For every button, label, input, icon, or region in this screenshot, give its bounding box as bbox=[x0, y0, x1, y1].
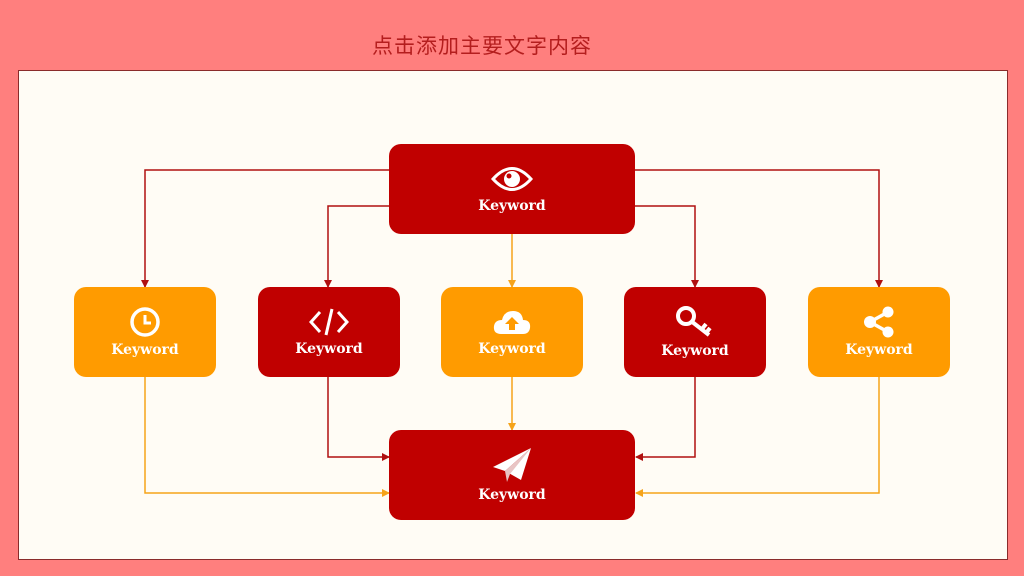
node-5-label: Keyword bbox=[845, 342, 913, 358]
node-3: Keyword bbox=[441, 287, 583, 377]
node-2: Keyword bbox=[258, 287, 400, 377]
node-bottom-label: Keyword bbox=[478, 487, 546, 503]
node-4: Keyword bbox=[624, 287, 766, 377]
connector-n2-bottom bbox=[327, 377, 390, 461]
node-1-label: Keyword bbox=[111, 342, 179, 358]
node-5: Keyword bbox=[808, 287, 950, 377]
key-icon bbox=[676, 306, 712, 337]
eye-icon bbox=[491, 167, 533, 191]
connector-top-n4 bbox=[635, 205, 699, 288]
node-top: Keyword bbox=[389, 144, 635, 234]
connector-n1-bottom bbox=[144, 377, 390, 497]
cloud-upload-icon bbox=[493, 311, 531, 334]
connector-top-n1 bbox=[141, 169, 390, 288]
node-1: Keyword bbox=[74, 287, 216, 377]
connector-n4-bottom bbox=[635, 377, 696, 461]
connector-n5-bottom bbox=[635, 377, 880, 497]
connector-top-n5 bbox=[635, 169, 883, 288]
paper-plane-icon bbox=[493, 448, 531, 482]
node-2-label: Keyword bbox=[295, 341, 363, 357]
node-bottom: Keyword bbox=[389, 430, 635, 520]
code-icon bbox=[309, 308, 349, 336]
connector-top-n2 bbox=[324, 205, 390, 288]
share-icon bbox=[864, 306, 894, 338]
clock-icon bbox=[130, 307, 160, 337]
page-title: 点击添加主要文字内容 bbox=[372, 34, 592, 58]
node-3-label: Keyword bbox=[478, 341, 546, 357]
node-4-label: Keyword bbox=[661, 343, 729, 359]
node-top-label: Keyword bbox=[478, 198, 546, 214]
